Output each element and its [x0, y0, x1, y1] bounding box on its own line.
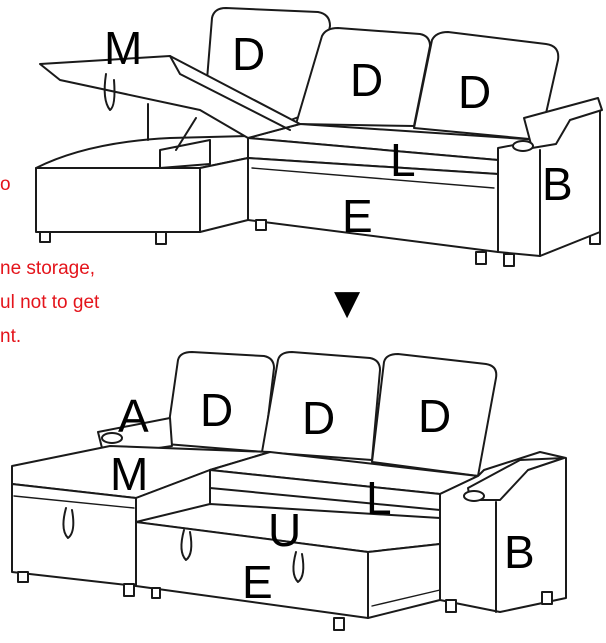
label-top-b: B	[542, 158, 573, 210]
top-back-cushion-3	[413, 31, 560, 141]
top-chaise-body	[35, 135, 249, 169]
label-bottom-d2: D	[302, 392, 335, 444]
top-chaise-box	[35, 167, 201, 233]
label-bottom-d1: D	[200, 384, 233, 436]
top-labels: M D D D L B E	[104, 22, 573, 242]
bottom-sofa	[11, 351, 567, 631]
down-arrow: ▼	[334, 283, 361, 323]
label-bottom-e: E	[242, 556, 273, 608]
label-bottom-m: M	[110, 448, 148, 500]
label-bottom-b: B	[504, 526, 535, 578]
warning-fragment: o	[0, 174, 11, 195]
bottom-back-cushion-1	[165, 351, 275, 453]
label-top-d1: D	[232, 28, 265, 80]
label-bottom-u: U	[268, 504, 301, 556]
warning-line-2: ul not to get	[0, 292, 100, 313]
label-top-m: M	[104, 22, 142, 74]
top-sofa	[35, 7, 603, 267]
label-top-l: L	[390, 134, 416, 186]
bottom-labels: A D D D M L U B E	[110, 384, 535, 608]
label-top-d3: D	[458, 66, 491, 118]
bottom-back-cushion-3	[371, 353, 498, 477]
label-bottom-a: A	[118, 390, 149, 442]
label-bottom-d3: D	[418, 390, 451, 442]
warning-line-3: nt.	[0, 326, 22, 347]
label-top-e: E	[342, 190, 373, 242]
top-base	[247, 157, 499, 253]
top-storage-bin	[159, 139, 211, 169]
label-top-d2: D	[350, 54, 383, 106]
bottom-back-cushion-2	[261, 351, 381, 461]
warning-line-1: ne storage,	[0, 258, 96, 279]
label-bottom-l: L	[366, 472, 392, 524]
